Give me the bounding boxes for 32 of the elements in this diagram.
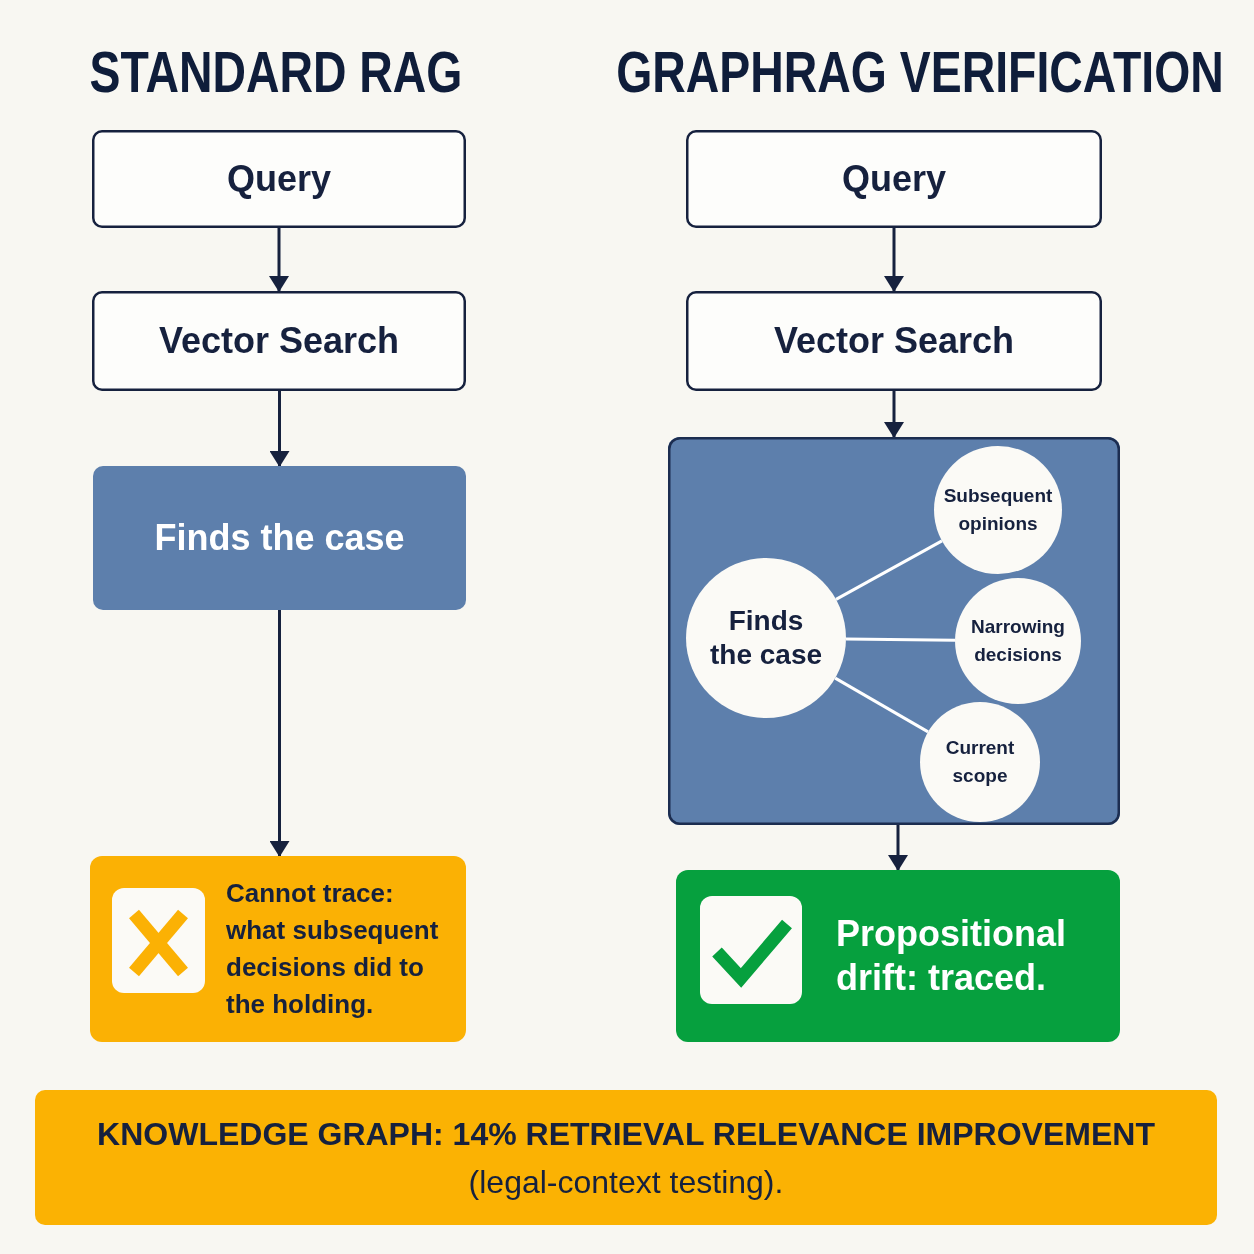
process-box <box>686 291 1102 391</box>
arrow <box>884 391 904 438</box>
column-heading: GRAPHRAG VERIFICATION <box>616 43 1224 101</box>
step-label: Vector Search <box>158 320 400 362</box>
node-label: Finds the case <box>708 604 824 672</box>
graph-panel <box>668 437 1120 825</box>
arrow <box>884 228 904 292</box>
step-label: Query <box>226 158 331 200</box>
outcome-text: Propositional drift: traced. <box>836 912 1067 1000</box>
connector-line <box>845 637 956 642</box>
node-label: Narrowing decisions <box>970 615 1066 667</box>
column-heading: STANDARD RAG <box>89 43 463 101</box>
arrow <box>269 391 290 467</box>
process-box <box>92 130 466 228</box>
outcome-card <box>90 856 466 1042</box>
banner-text: KNOWLEDGE GRAPH: 14% RETRIEVAL RELEVANCE IMPROVEMENT (legal-context testing). <box>97 1114 1155 1202</box>
summary-banner <box>35 1090 1217 1225</box>
arrow <box>888 825 908 871</box>
step-label: Vector Search <box>773 320 1015 362</box>
node-label: Subsequent opinions <box>943 484 1053 536</box>
connector-line <box>835 539 943 601</box>
process-box <box>686 130 1102 228</box>
process-box <box>92 291 466 391</box>
arrow <box>269 610 290 857</box>
step-label: Finds the case <box>154 517 405 559</box>
arrow <box>269 228 289 292</box>
node-label: Current scope <box>944 736 1016 788</box>
outcome-text: Cannot trace: what subsequent decisions did to the holding. <box>226 877 440 1021</box>
step-label: Query <box>841 158 946 200</box>
connector-line <box>834 676 929 734</box>
outcome-card <box>676 870 1120 1042</box>
process-box <box>93 466 466 610</box>
